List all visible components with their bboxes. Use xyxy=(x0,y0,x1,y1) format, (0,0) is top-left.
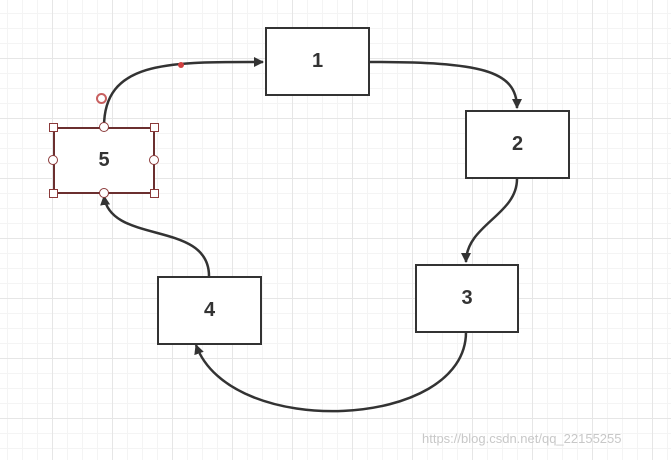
edge-waypoint-handle[interactable] xyxy=(178,62,184,68)
node-1-label: 1 xyxy=(311,50,324,72)
watermark: https://blog.csdn.net/qq_22155255 xyxy=(422,431,622,446)
resize-handle-top-right[interactable] xyxy=(150,123,159,132)
node-5[interactable]: 5 xyxy=(53,127,155,194)
node-1[interactable]: 1 xyxy=(265,27,370,96)
connection-point-right[interactable] xyxy=(149,155,159,165)
edge-4-to-5[interactable] xyxy=(100,195,211,277)
edge-2-to-3[interactable] xyxy=(461,178,519,263)
node-4-label: 4 xyxy=(203,299,216,321)
node-3[interactable]: 3 xyxy=(415,264,519,333)
node-3-label: 3 xyxy=(461,287,473,309)
connection-point-top[interactable] xyxy=(99,122,109,132)
node-4[interactable]: 4 xyxy=(157,276,262,345)
node-2-label: 2 xyxy=(511,133,524,155)
edge-5-to-1[interactable] xyxy=(102,56,264,128)
connection-point-bottom[interactable] xyxy=(99,188,109,198)
node-2[interactable]: 2 xyxy=(465,110,570,179)
resize-handle-top-left[interactable] xyxy=(49,123,58,132)
resize-handle-bottom-right[interactable] xyxy=(150,189,159,198)
resize-handle-bottom-left[interactable] xyxy=(49,189,58,198)
edge-1-to-2[interactable] xyxy=(369,60,522,109)
rotate-handle-icon[interactable] xyxy=(96,93,107,104)
edge-3-to-4[interactable] xyxy=(194,331,468,413)
node-5-label: 5 xyxy=(98,149,110,171)
connection-point-left[interactable] xyxy=(48,155,58,165)
